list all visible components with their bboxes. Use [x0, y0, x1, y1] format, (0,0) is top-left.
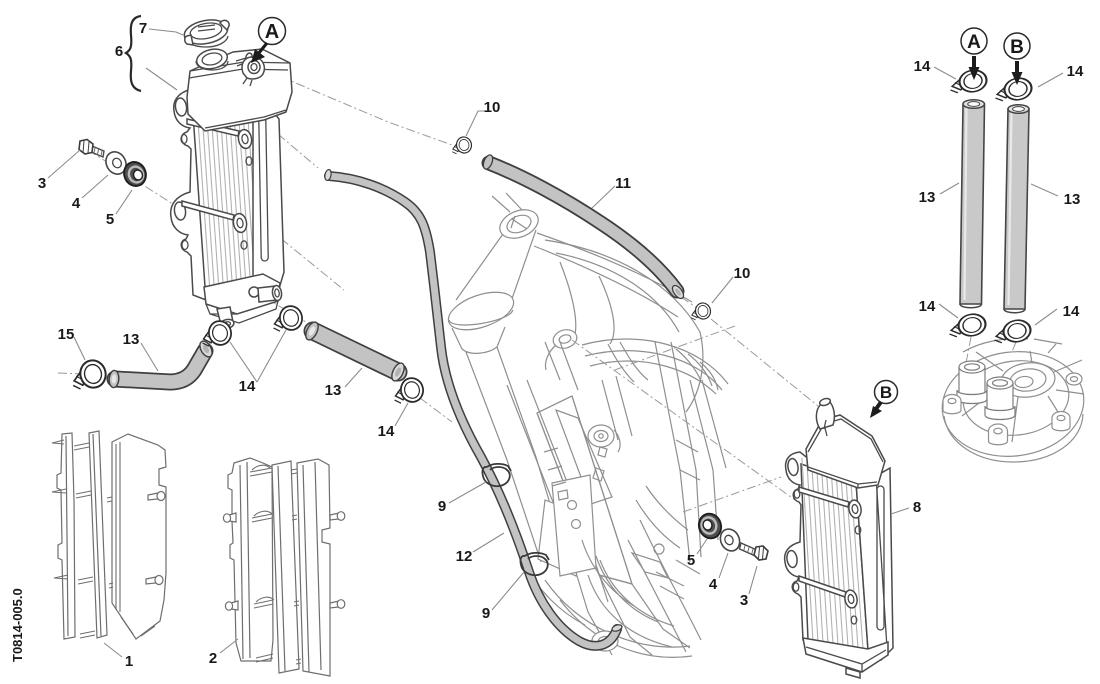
svg-text:4: 4 — [72, 195, 81, 212]
svg-text:T0814-005.0: T0814-005.0 — [10, 588, 25, 662]
svg-text:5: 5 — [106, 211, 114, 228]
svg-text:3: 3 — [38, 175, 46, 192]
svg-text:10: 10 — [484, 99, 501, 116]
svg-text:14: 14 — [914, 58, 931, 75]
svg-text:15: 15 — [58, 326, 75, 343]
svg-text:3: 3 — [740, 592, 748, 609]
svg-text:14: 14 — [1067, 63, 1084, 80]
svg-text:8: 8 — [913, 499, 921, 516]
svg-text:14: 14 — [1063, 303, 1080, 320]
svg-text:4: 4 — [709, 576, 718, 593]
svg-text:13: 13 — [919, 189, 936, 206]
svg-text:12: 12 — [456, 548, 473, 565]
svg-text:13: 13 — [325, 382, 342, 399]
svg-text:B: B — [1010, 37, 1024, 58]
svg-text:14: 14 — [239, 378, 256, 395]
svg-text:B: B — [880, 383, 892, 402]
svg-text:5: 5 — [687, 552, 695, 569]
svg-text:9: 9 — [438, 498, 446, 515]
svg-text:14: 14 — [378, 423, 395, 440]
svg-text:11: 11 — [615, 175, 631, 192]
svg-text:13: 13 — [1064, 191, 1081, 208]
svg-text:13: 13 — [123, 331, 140, 348]
svg-text:1: 1 — [125, 653, 133, 670]
svg-text:A: A — [265, 21, 279, 43]
svg-text:A: A — [967, 32, 981, 53]
svg-text:9: 9 — [482, 605, 490, 622]
svg-text:7: 7 — [139, 20, 147, 37]
svg-text:6: 6 — [115, 43, 123, 60]
svg-text:10: 10 — [734, 265, 751, 282]
svg-text:14: 14 — [919, 298, 936, 315]
svg-text:2: 2 — [209, 650, 217, 667]
